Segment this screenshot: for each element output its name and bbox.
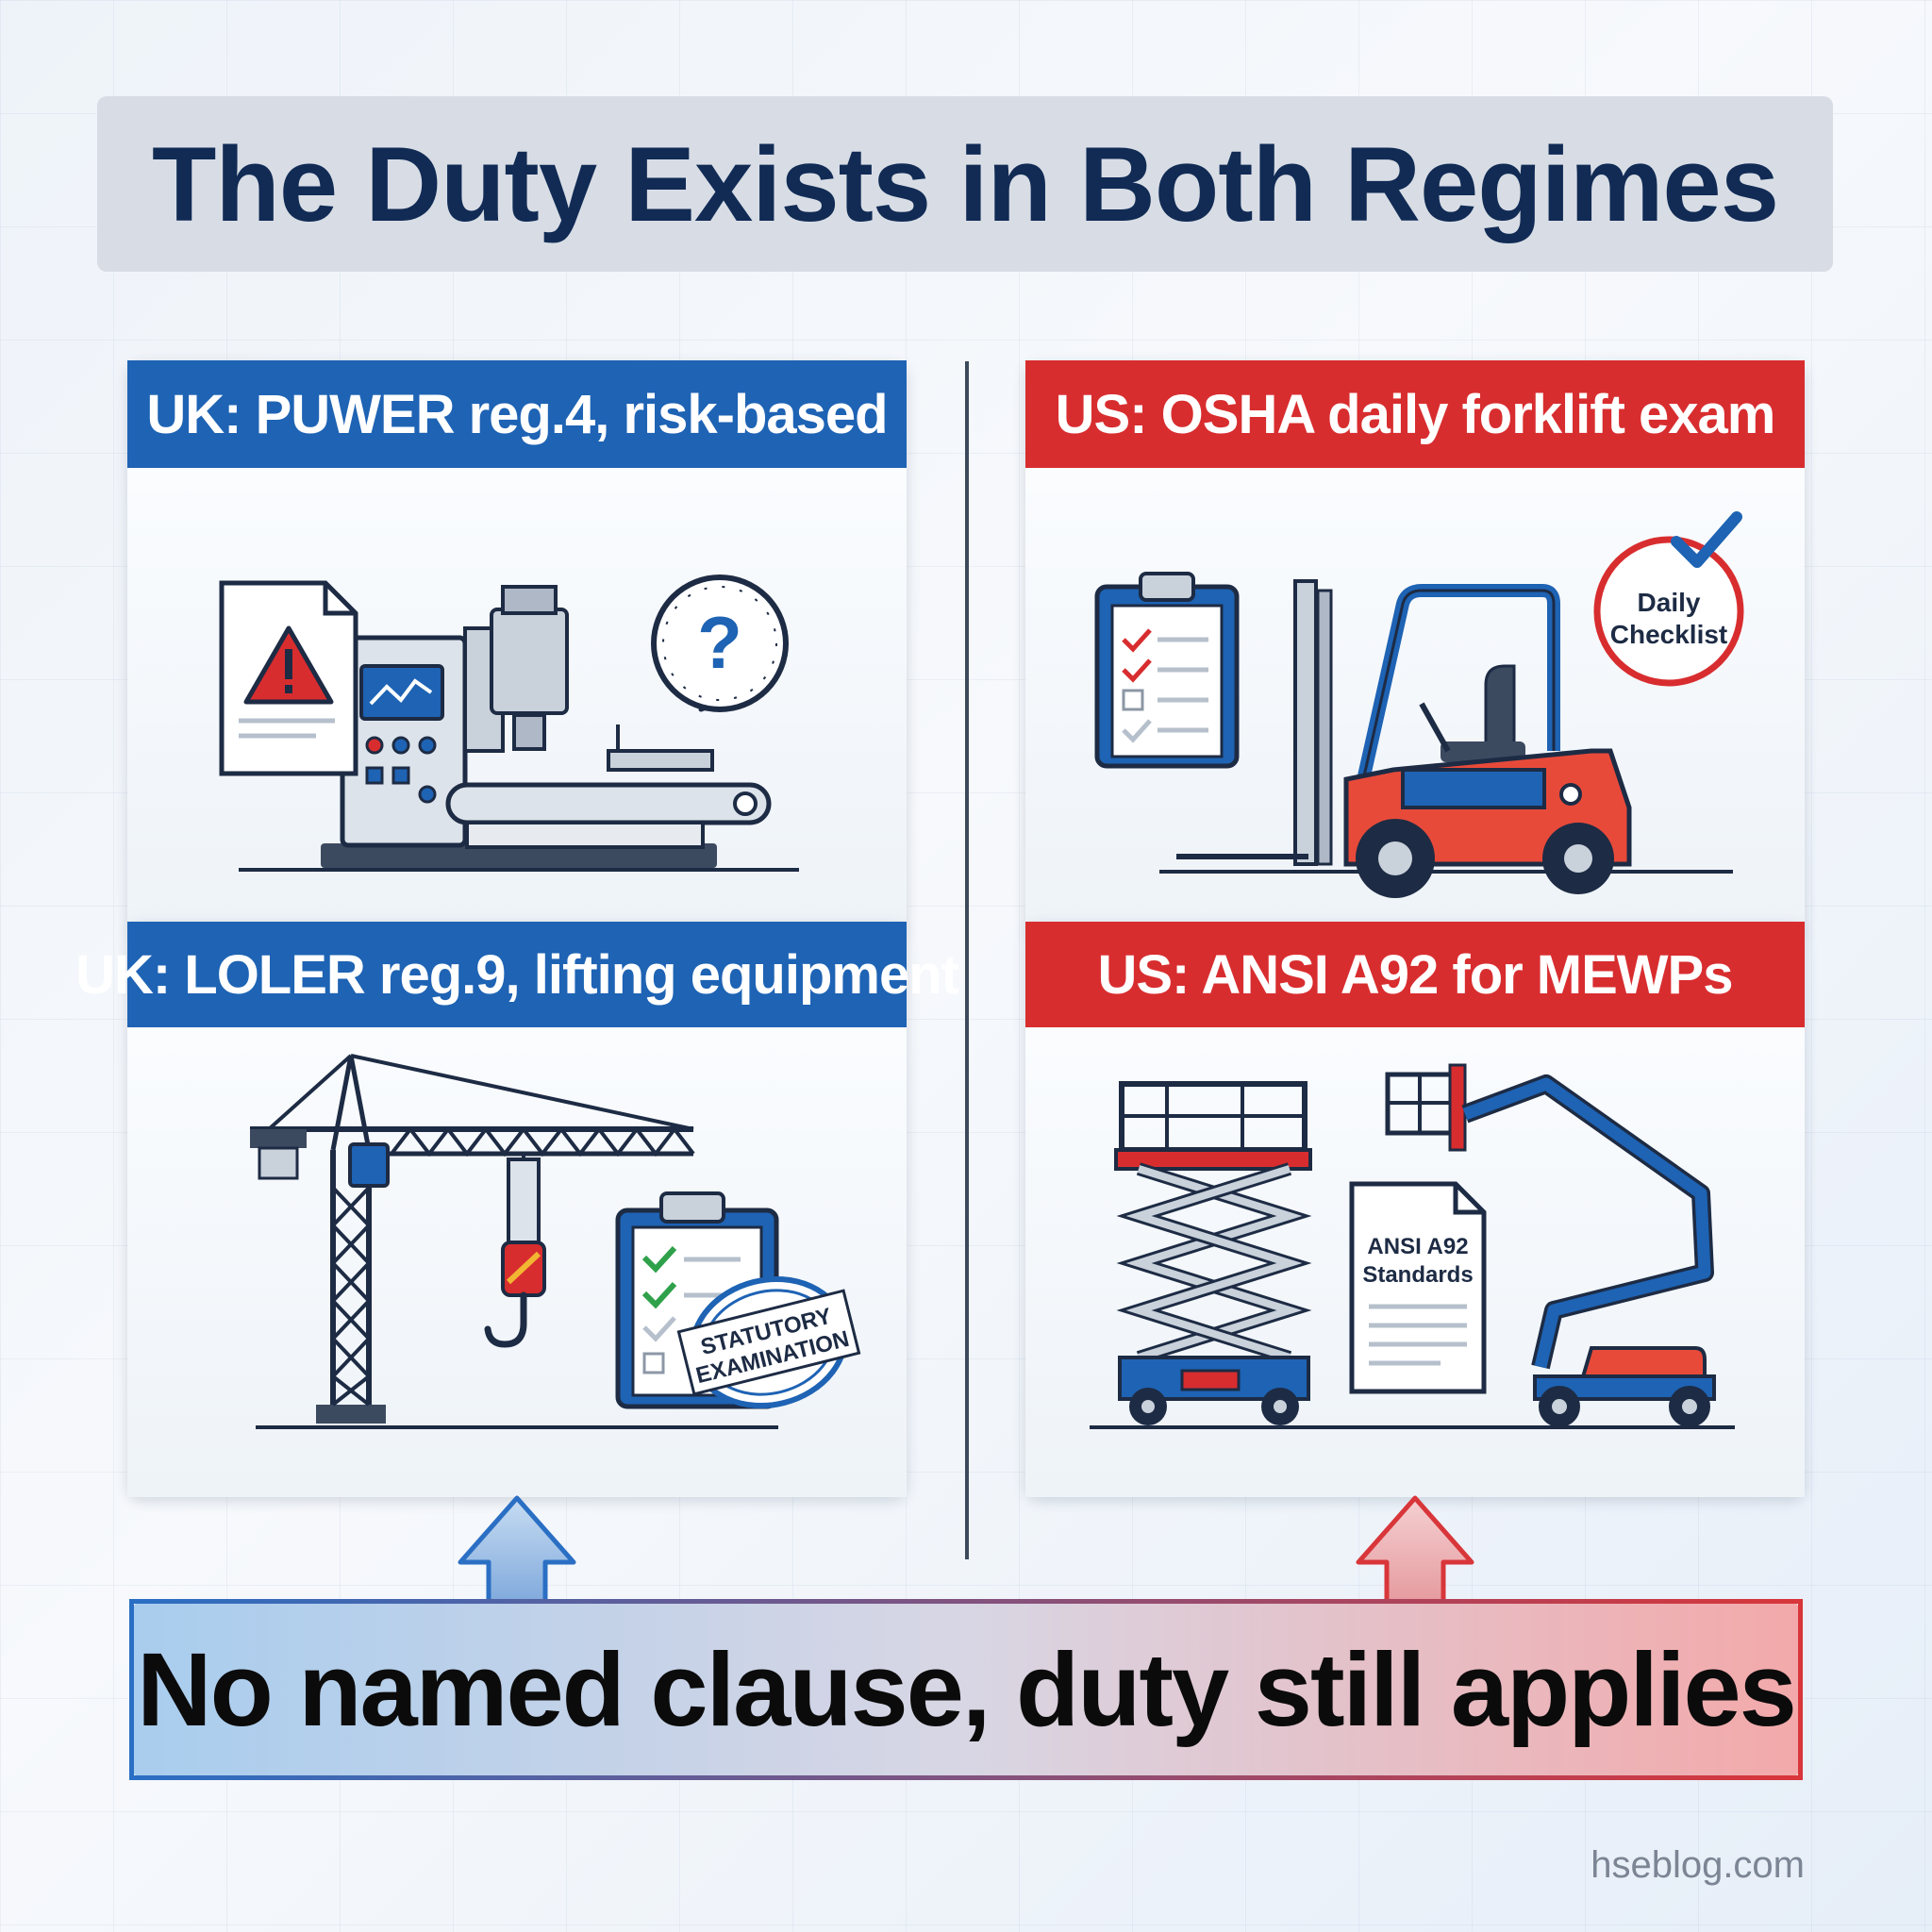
card-uk-puwer: UK: PUWER reg.4, risk-based [127,360,907,930]
tower-crane-icon [250,1054,695,1424]
clipboard-checklist-icon [1094,572,1240,769]
ansi-standards-document-icon: ANSI A92 Standards [1349,1181,1487,1394]
svg-text:Daily: Daily [1638,588,1701,617]
footer-source: hseblog.com [1591,1844,1805,1886]
question-clock-icon: ? [651,575,789,712]
machine-illustration: ? [219,575,799,872]
svg-text:Standards: Standards [1362,1262,1473,1288]
title-box: The Duty Exists in Both Regimes [97,96,1833,272]
page-title: The Duty Exists in Both Regimes [152,125,1779,243]
crane-illustration: STATUTORY EXAMINATION [250,1054,861,1429]
daily-checklist-badge-icon: Daily Checklist [1593,511,1744,687]
svg-text:ANSI A92: ANSI A92 [1367,1234,1468,1259]
conclusion-banner: No named clause, duty still applies [129,1599,1803,1780]
statutory-examination-stamp-icon: STATUTORY EXAMINATION [676,1275,861,1409]
card-uk-puwer-illustration: ? [127,468,907,930]
forklift-illustration: Daily Checklist [1094,511,1744,898]
card-us-ansi: US: ANSI A92 for MEWPs [1025,922,1805,1497]
scissor-lift-icon [1114,1081,1312,1425]
boom-lift-icon [1385,1063,1716,1427]
card-uk-loler-illustration: STATUTORY EXAMINATION [127,1027,907,1497]
machine-screen-icon [359,664,444,721]
card-us-osha-illustration: Daily Checklist [1025,468,1805,930]
center-divider [965,361,969,1559]
conclusion-text: No named clause, duty still applies [137,1631,1797,1748]
card-uk-loler: UK: LOLER reg.9, lifting equipment [75,922,959,1497]
uk-arrow-up-icon [458,1495,576,1607]
card-us-ansi-illustration: ANSI A92 Standards [1025,1027,1805,1497]
card-us-osha: US: OSHA daily forklift exam [1025,360,1805,930]
warning-document-icon [219,580,358,776]
svg-text:?: ? [697,601,742,684]
us-arrow-up-icon [1356,1495,1474,1607]
card-uk-puwer-heading: UK: PUWER reg.4, risk-based [127,360,907,468]
card-us-osha-heading: US: OSHA daily forklift exam [1025,360,1805,468]
card-us-ansi-heading: US: ANSI A92 for MEWPs [1025,922,1805,1027]
svg-text:Checklist: Checklist [1610,620,1728,649]
card-uk-loler-heading: UK: LOLER reg.9, lifting equipment [75,922,959,1027]
mewp-illustration: ANSI A92 Standards [1090,1063,1735,1429]
